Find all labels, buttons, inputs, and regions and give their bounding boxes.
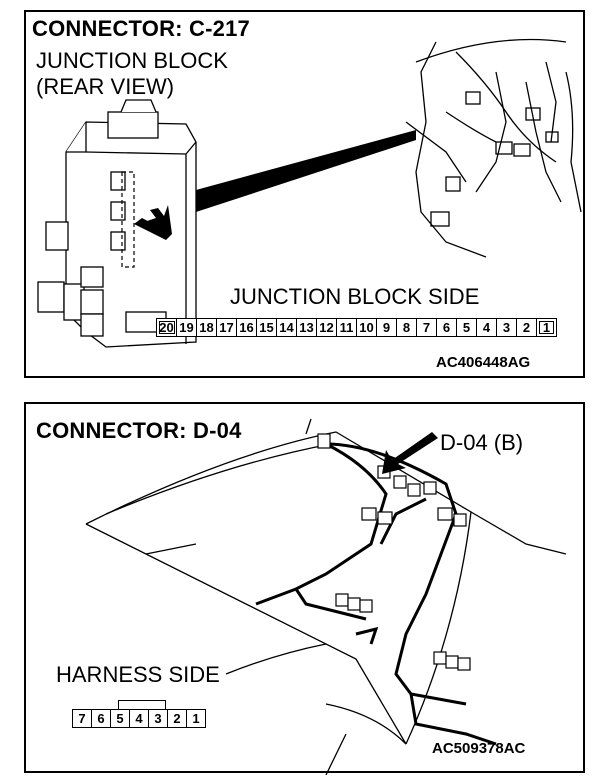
- pin-14: 14: [277, 319, 297, 336]
- pin-10: 10: [357, 319, 377, 336]
- connector-side-label: HARNESS SIDE: [56, 662, 220, 687]
- pin-2: 2: [168, 710, 187, 727]
- pin-20: 20: [157, 319, 177, 336]
- pin-7: 7: [417, 319, 437, 336]
- connector-c217-panel: CONNECTOR: C-217 JUNCTION BLOCK (REAR VI…: [24, 10, 585, 378]
- connector-side-label: JUNCTION BLOCK SIDE: [230, 284, 480, 309]
- pin-2: 2: [517, 319, 537, 336]
- pin-4: 4: [477, 319, 497, 336]
- connector-key: [118, 700, 166, 711]
- pin-11: 11: [337, 319, 357, 336]
- connector-d04-panel: CONNECTOR: D-04 D-04 (B): [24, 402, 585, 775]
- pin-4: 4: [130, 710, 149, 727]
- panel-title: CONNECTOR: D-04: [36, 418, 242, 443]
- pin-3: 3: [149, 710, 168, 727]
- pin-6: 6: [437, 319, 457, 336]
- component-name: JUNCTION BLOCK: [36, 48, 228, 73]
- pin-9: 9: [377, 319, 397, 336]
- pin-5: 5: [457, 319, 477, 336]
- pin-17: 17: [217, 319, 237, 336]
- pin-3: 3: [497, 319, 517, 336]
- pin-12: 12: [317, 319, 337, 336]
- pin-5: 5: [111, 710, 130, 727]
- connector-callout: D-04 (B): [440, 430, 524, 455]
- pin-13: 13: [297, 319, 317, 336]
- windshield-harness-illustration: [85, 418, 567, 775]
- pin-15: 15: [257, 319, 277, 336]
- pin-7: 7: [73, 710, 92, 727]
- panel-title: CONNECTOR: C-217: [32, 16, 250, 41]
- view-label: (REAR VIEW): [36, 74, 175, 99]
- pin-16: 16: [237, 319, 257, 336]
- pin-1: 1: [537, 319, 556, 336]
- junction-block-illustration: [37, 38, 582, 348]
- pin-19: 19: [177, 319, 197, 336]
- figure-code: AC406448AG: [436, 354, 531, 371]
- pin-8: 8: [397, 319, 417, 336]
- pin-1: 1: [192, 711, 200, 726]
- pin-6: 6: [92, 710, 111, 727]
- pin-18: 18: [197, 319, 217, 336]
- figure-code: AC509378AC: [432, 740, 526, 757]
